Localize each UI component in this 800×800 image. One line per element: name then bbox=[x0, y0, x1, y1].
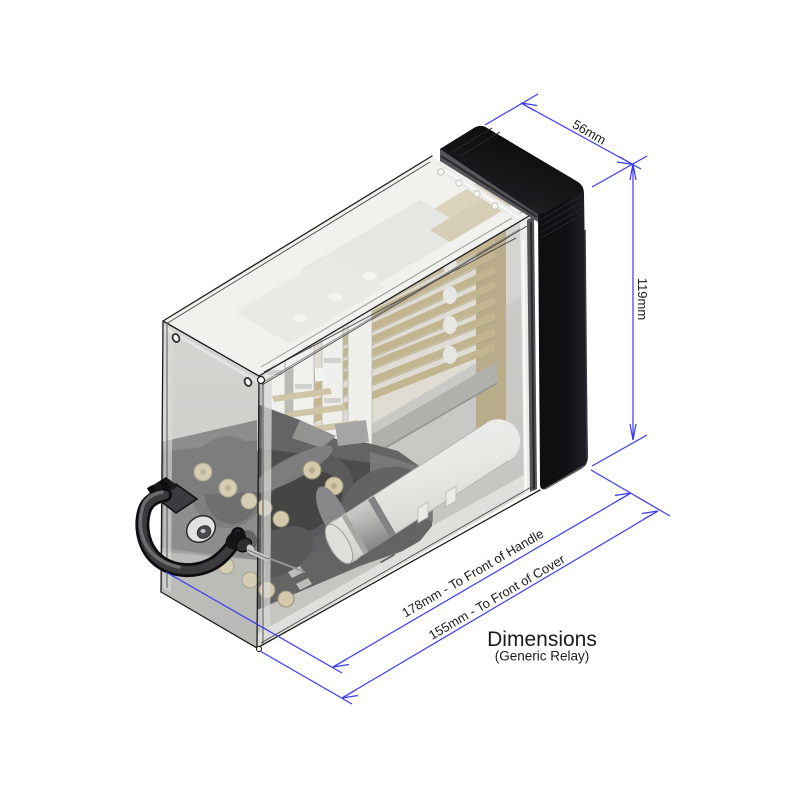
svg-text:119mm: 119mm bbox=[635, 278, 650, 320]
svg-text:Dimensions: Dimensions bbox=[487, 628, 597, 651]
svg-text:(Generic Relay): (Generic Relay) bbox=[495, 649, 590, 664]
